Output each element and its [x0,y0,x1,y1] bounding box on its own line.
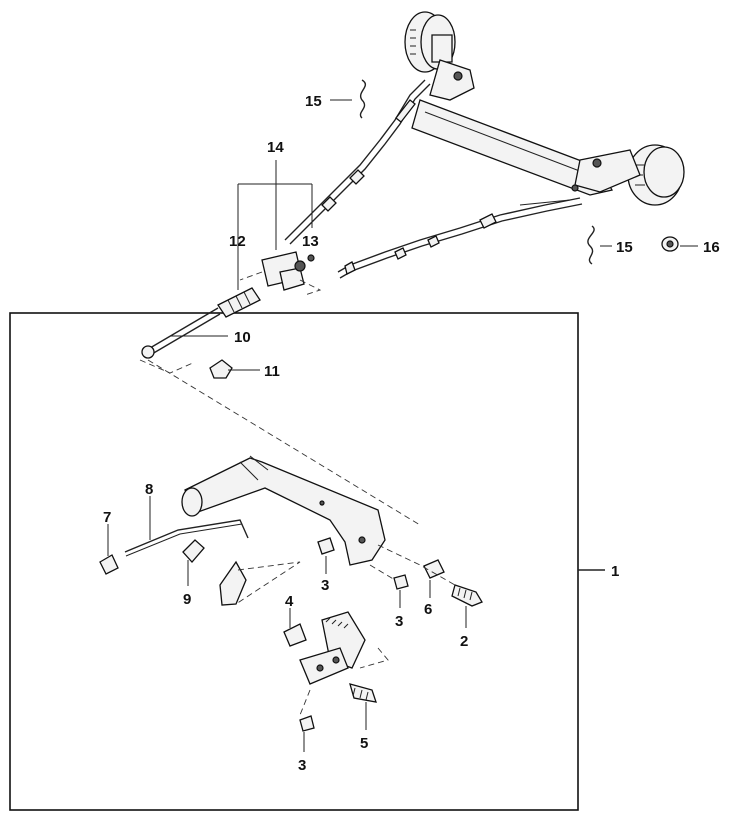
callout-3-upper-left: 3 [321,577,329,594]
assembly-frame [9,312,579,811]
spring-15a [359,79,367,119]
callout-15-lower: 15 [616,239,633,256]
callout-8: 8 [145,481,153,498]
rear-axle-beam [404,11,685,206]
callout-12: 12 [229,233,246,250]
callout-13: 13 [302,233,319,250]
bracket-9 [182,539,301,606]
bushing-3a [317,537,335,555]
callout-16: 16 [703,239,720,256]
ratchet-sector [283,611,389,732]
clip-11 [209,359,233,379]
parking-brake-cable-right [337,197,583,279]
collar-6 [423,559,445,579]
callout-7: 7 [103,509,111,526]
release-rod [99,519,249,575]
bolt-2 [451,584,483,607]
callout-1: 1 [611,563,619,580]
callout-4: 4 [285,593,294,610]
parking-brake-lever [181,455,386,566]
callout-6: 6 [424,601,432,618]
callout-2: 2 [460,633,468,650]
callout-3-upper-right: 3 [395,613,403,630]
callout-11: 11 [264,363,280,380]
leader-lines [107,99,698,752]
callout-9: 9 [183,591,191,608]
front-cable-rod [139,287,421,526]
callout-15-upper: 15 [305,93,322,110]
callout-14: 14 [267,139,284,156]
spring-15b [587,225,595,265]
callout-10: 10 [234,329,251,346]
callout-3-lower: 3 [298,757,306,774]
bushing-3b [393,574,409,590]
cable-equalizer [239,251,322,296]
nut-16 [661,236,679,252]
callout-5: 5 [360,735,368,752]
